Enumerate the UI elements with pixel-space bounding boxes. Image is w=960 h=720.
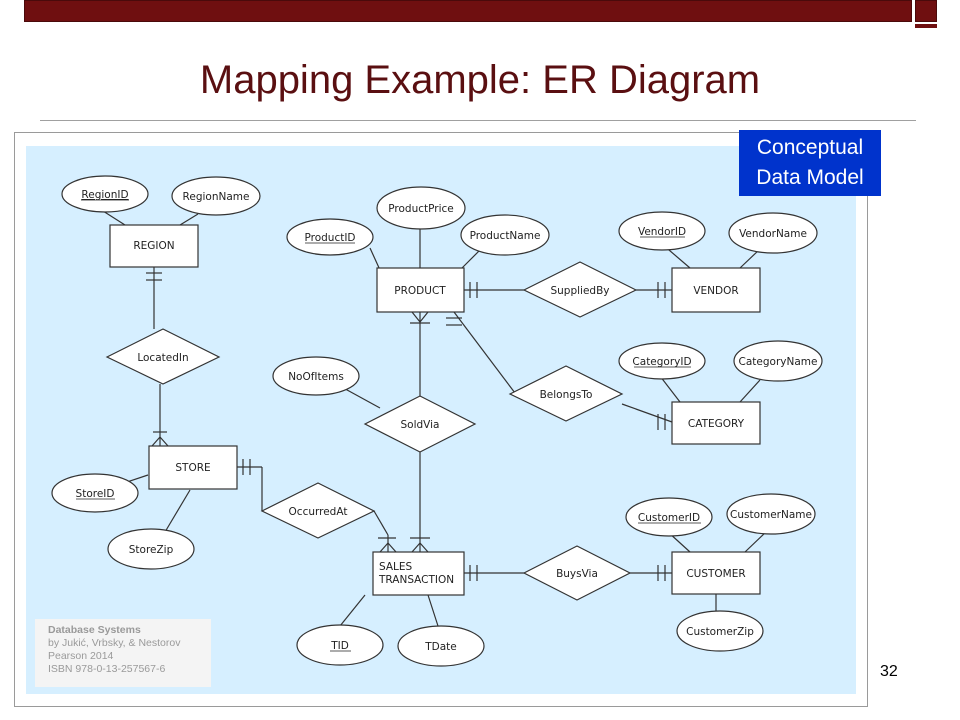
svg-text:ProductName: ProductName [470,230,541,242]
attribute-no-of-items: NoOfItems [272,356,360,396]
attribute-region-id: RegionID [61,175,149,213]
attribute-store-zip: StoreZip [107,528,195,570]
svg-text:BuysVia: BuysVia [556,568,598,580]
source-credit: Database Systems by Jukić, Vrbsky, & Nes… [35,619,211,687]
svg-text:LocatedIn: LocatedIn [137,352,188,364]
credit-publisher: Pearson 2014 [48,650,114,662]
entity-sales-transaction: SALES TRANSACTION [372,551,465,596]
attribute-store-id: StoreID [51,473,139,513]
svg-text:CategoryID: CategoryID [632,356,691,368]
attribute-customer-name: CustomerName [726,493,816,535]
conceptual-model-badge: Conceptual Data Model [739,130,881,196]
svg-text:STORE: STORE [175,462,210,474]
page-number: 32 [880,663,898,680]
relationship-occurred-at: OccurredAt [260,482,376,539]
svg-text:CustomerName: CustomerName [730,509,812,521]
attribute-customer-id: CustomerID [625,497,713,537]
top-accent-bar [24,0,912,22]
svg-text:CATEGORY: CATEGORY [688,418,745,430]
attribute-tid: TID [296,624,384,666]
svg-text:TRANSACTION: TRANSACTION [378,574,454,586]
svg-text:VENDOR: VENDOR [693,285,738,297]
svg-text:CustomerID: CustomerID [638,512,700,524]
svg-text:RegionName: RegionName [183,191,250,203]
svg-text:BelongsTo: BelongsTo [540,389,593,401]
svg-text:CategoryName: CategoryName [739,356,818,368]
credit-isbn: ISBN 978-0-13-257567-6 [48,663,166,675]
attribute-region-name: RegionName [171,176,261,216]
relationship-located-in: LocatedIn [105,328,221,385]
relationship-supplied-by: SuppliedBy [522,261,638,318]
attribute-tdate: TDate [397,625,485,667]
credit-title: Database Systems [48,624,141,636]
svg-text:CustomerZip: CustomerZip [686,626,754,638]
attribute-product-id: ProductID [286,218,374,256]
entity-vendor: VENDOR [671,267,761,313]
svg-text:REGION: REGION [133,240,174,252]
entity-product: PRODUCT [376,267,465,313]
svg-text:RegionID: RegionID [81,189,128,201]
svg-text:TDate: TDate [424,641,457,653]
attribute-category-name: CategoryName [733,340,823,382]
svg-text:VendorID: VendorID [638,226,686,238]
connector-lines [102,210,769,627]
entity-region: REGION [109,224,199,268]
svg-text:ProductID: ProductID [304,232,355,244]
svg-text:ProductPrice: ProductPrice [388,203,453,215]
svg-text:NoOfItems: NoOfItems [288,371,344,383]
credit-authors: by Jukić, Vrbsky, & Nestorov [48,637,181,649]
svg-text:TID: TID [330,640,349,652]
svg-text:CUSTOMER: CUSTOMER [686,568,745,580]
svg-text:OccurredAt: OccurredAt [289,506,348,518]
badge-line-1: Conceptual [756,136,864,159]
attribute-product-price: ProductPrice [376,186,466,230]
top-accent-square-shadow [915,24,937,28]
relationship-belongs-to: BelongsTo [508,365,624,422]
svg-text:SuppliedBy: SuppliedBy [550,285,609,297]
svg-text:VendorName: VendorName [739,228,807,240]
attribute-vendor-name: VendorName [728,212,818,254]
relationship-buys-via: BuysVia [522,545,632,601]
attribute-vendor-id: VendorID [618,211,706,251]
attribute-product-name: ProductName [460,214,550,256]
svg-text:SALES: SALES [379,561,413,573]
attribute-category-id: CategoryID [618,342,706,380]
title-divider [40,120,916,121]
svg-text:StoreID: StoreID [76,488,115,500]
attribute-customer-zip: CustomerZip [676,610,764,652]
svg-text:StoreZip: StoreZip [129,544,174,556]
entity-customer: CUSTOMER [671,551,761,595]
entity-store: STORE [148,445,238,490]
top-accent-square [915,0,937,22]
svg-text:SoldVia: SoldVia [401,419,440,431]
slide-title: Mapping Example: ER Diagram [199,58,761,102]
svg-text:PRODUCT: PRODUCT [394,285,446,297]
badge-line-2: Data Model [756,166,864,189]
relationship-sold-via: SoldVia [363,395,477,453]
entity-category: CATEGORY [671,401,761,445]
